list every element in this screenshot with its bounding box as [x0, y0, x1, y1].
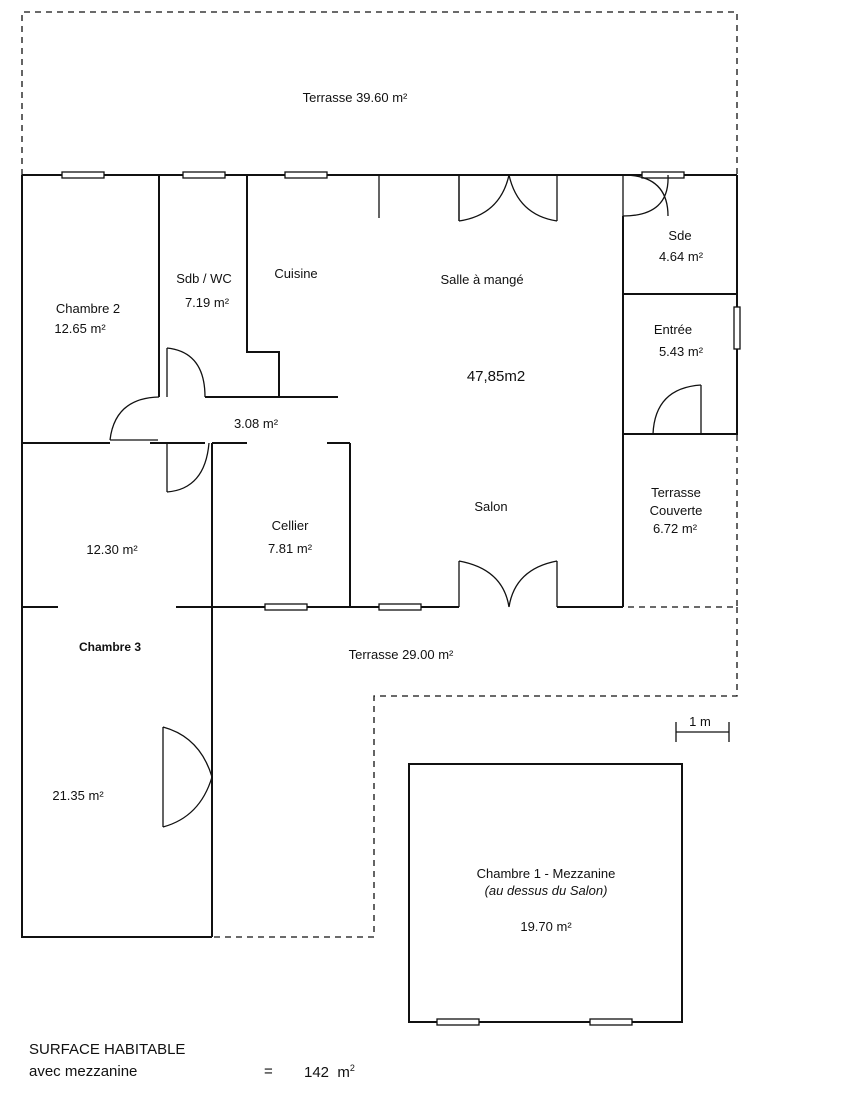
cellier-area: 7.81 m²: [268, 541, 313, 556]
terrasse-couverte-outline: [623, 435, 738, 608]
salle-name: Salle à mangé: [440, 272, 523, 287]
chambre3-name: Chambre 3: [79, 640, 141, 654]
sde-name: Sde: [668, 228, 691, 243]
mezzanine-name: Chambre 1 - Mezzanine: [477, 866, 616, 881]
couloir-area: 3.08 m²: [234, 416, 279, 431]
terrasse-top-label: Terrasse 39.60 m²: [303, 90, 408, 105]
terrasse-couverte-area: 6.72 m²: [653, 521, 698, 536]
window: [378, 603, 422, 611]
terrasse-bottom-outline: [212, 607, 738, 938]
room-1230-area: 12.30 m²: [86, 542, 138, 557]
summary-equals: =: [264, 1063, 273, 1080]
door-room-1230: [166, 442, 210, 493]
chambre3-area: 21.35 m²: [52, 788, 104, 803]
door-sde: [622, 174, 669, 217]
window: [284, 171, 328, 179]
terrasse-couverte-line2: Couverte: [650, 503, 703, 518]
scale-label: 1 m: [689, 714, 711, 729]
mezzanine-outline: [408, 763, 683, 1023]
window: [61, 171, 105, 179]
door-sdb: [166, 347, 206, 398]
door-chambre2: [109, 396, 160, 441]
salon-name: Salon: [474, 499, 507, 514]
sejour-area: 47,85m2: [467, 368, 525, 385]
window: [182, 171, 226, 179]
summary-number: 142: [304, 1064, 330, 1081]
french-door-top: [458, 174, 558, 222]
wall: [246, 175, 280, 397]
window: [264, 603, 308, 611]
summary-value: 142 m2: [304, 1063, 355, 1081]
mezzanine-note: (au dessus du Salon): [485, 883, 608, 898]
window: [589, 1018, 633, 1026]
window: [641, 171, 685, 179]
summary-line2: avec mezzanine: [29, 1063, 138, 1080]
door-entree: [652, 384, 702, 435]
terrasse-top-outline: [21, 11, 738, 175]
entree-name: Entrée: [654, 322, 692, 337]
window: [733, 306, 741, 350]
cuisine-name: Cuisine: [274, 266, 317, 281]
exterior-wall-left: [21, 175, 212, 938]
cellier-name: Cellier: [272, 518, 310, 533]
door-chambre3: [162, 726, 213, 828]
sde-area: 4.64 m²: [659, 249, 704, 264]
summary-unit: m: [337, 1064, 350, 1081]
mezzanine-area: 19.70 m²: [520, 919, 572, 934]
chambre2-area: 12.65 m²: [54, 321, 106, 336]
french-door-bottom: [458, 560, 558, 608]
summary-line1: SURFACE HABITABLE: [29, 1041, 186, 1058]
scale-bar: [675, 722, 730, 742]
terrasse-couverte-line1: Terrasse: [651, 485, 701, 500]
window: [436, 1018, 480, 1026]
chambre2-name: Chambre 2: [56, 301, 120, 316]
terrasse-bottom-label: Terrasse 29.00 m²: [349, 647, 454, 662]
sdb-area: 7.19 m²: [185, 295, 230, 310]
entree-area: 5.43 m²: [659, 344, 704, 359]
summary-unit-exponent: 2: [349, 1063, 355, 1073]
sdb-name: Sdb / WC: [176, 271, 232, 286]
